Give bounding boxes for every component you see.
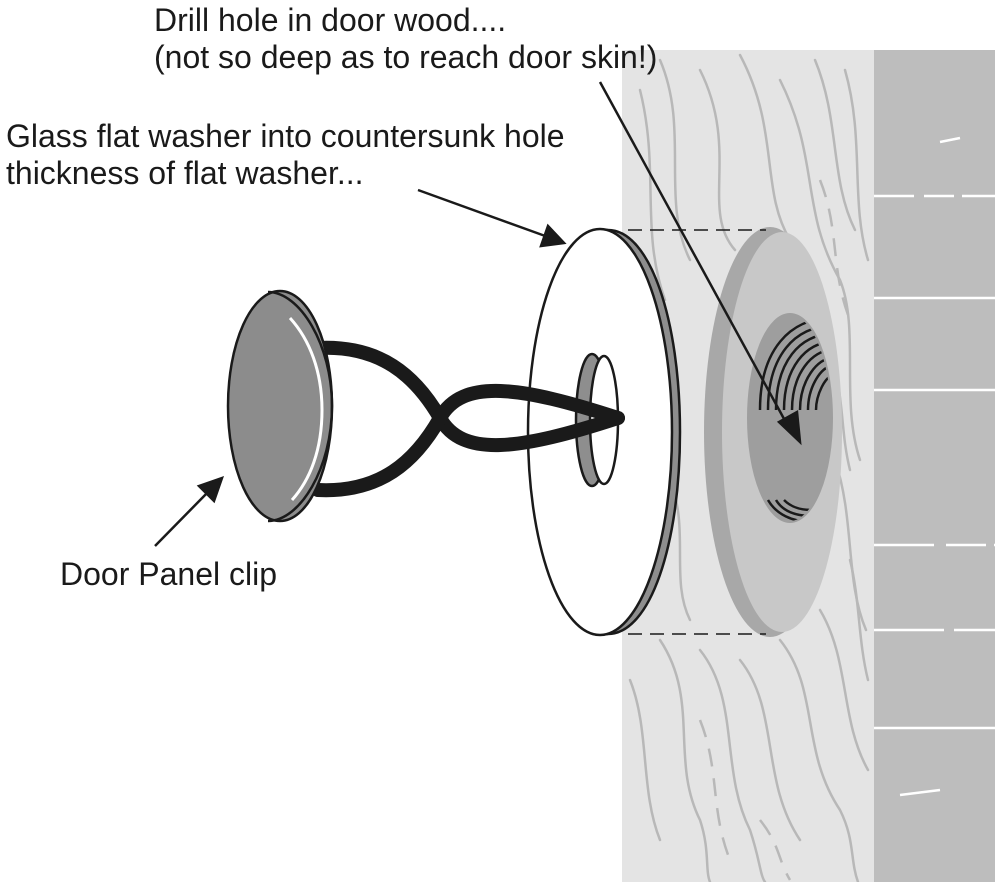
wood-grain-dashes — [698, 179, 852, 881]
projection-lines — [628, 229, 766, 635]
clip-label: Door Panel clip — [60, 556, 277, 593]
drill-hole-label-line1: Drill hole in door wood.... — [154, 2, 507, 38]
washer-label: Glass flat washer into countersunk hole … — [6, 118, 565, 192]
clip-head-back — [226, 289, 334, 523]
washer-label-line2: thickness of flat washer... — [6, 155, 364, 191]
door-skin — [874, 50, 995, 882]
clip-head-rim — [267, 290, 334, 523]
washer-arrowhead — [539, 223, 567, 248]
drill-arrowhead — [776, 409, 802, 446]
clip-wire — [311, 340, 625, 498]
door-skin-joints — [874, 136, 995, 797]
drill-hole-outline — [747, 313, 833, 523]
clip-label-text: Door Panel clip — [60, 556, 277, 592]
drill-hole-label-line2: (not so deep as to reach door skin!) — [154, 39, 658, 75]
drill-hole-label: Drill hole in door wood.... (not so deep… — [154, 2, 657, 76]
washer-label-line1: Glass flat washer into countersunk hole — [6, 118, 565, 154]
clip-head-highlight — [288, 316, 324, 502]
leader-arrows — [154, 81, 802, 547]
clip-arrowhead — [196, 475, 225, 504]
